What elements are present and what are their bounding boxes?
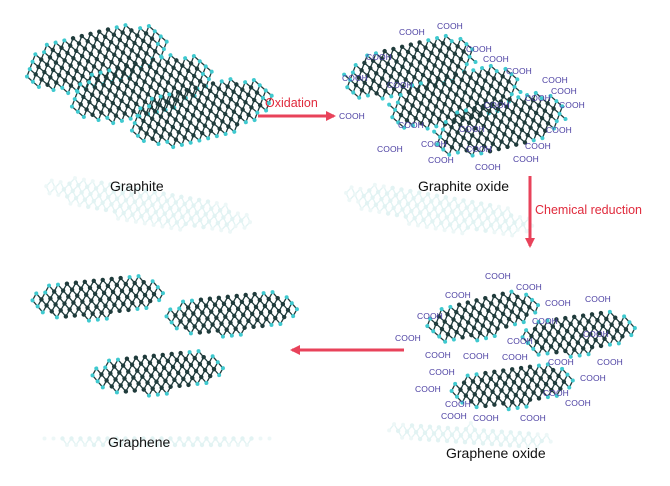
cooh-group-label: COOH <box>429 367 455 377</box>
cooh-group-label: COOH <box>520 413 546 423</box>
graphene-sheet <box>90 349 225 398</box>
cooh-group-label: COOH <box>597 357 623 367</box>
cooh-group-label: COOH <box>506 66 532 76</box>
cooh-group-label: COOH <box>417 311 443 321</box>
graphite-oxide-sheet <box>432 90 568 158</box>
cooh-group-label: COOH <box>437 21 463 31</box>
cooh-group-label: COOH <box>532 316 558 326</box>
cooh-group-label: COOH <box>459 124 485 134</box>
graphene-oxide-sheet <box>520 309 637 359</box>
cooh-group-label: COOH <box>445 290 471 300</box>
cooh-group-label: COOH <box>425 350 451 360</box>
cooh-group-label: COOH <box>387 80 413 90</box>
cooh-group-label: COOH <box>513 154 539 164</box>
cooh-group-label: COOH <box>366 52 392 62</box>
cooh-group-label: COOH <box>485 271 511 281</box>
cooh-group-label: COOH <box>398 120 424 130</box>
oxidation-label: Oxidation <box>265 96 318 110</box>
cooh-group-label: COOH <box>395 333 421 343</box>
cooh-group-label: COOH <box>377 144 403 154</box>
cooh-group-label: COOH <box>546 125 572 135</box>
cooh-group-label: COOH <box>548 357 574 367</box>
graphene-oxide-sheet <box>449 362 575 412</box>
cooh-group-label: COOH <box>543 388 569 398</box>
graphite-oxide-reflection <box>344 182 535 238</box>
graphene-oxide-sheet <box>425 289 541 344</box>
cooh-group-label: COOH <box>441 411 467 421</box>
cooh-group-label: COOH <box>484 100 510 110</box>
cooh-group-label: COOH <box>463 351 489 361</box>
cooh-group-label: COOH <box>525 93 551 103</box>
cooh-group-label: COOH <box>445 399 471 409</box>
cooh-group-label: COOH <box>580 373 606 383</box>
graphene-sheet <box>164 290 299 339</box>
cooh-group-label: COOH <box>466 144 492 154</box>
graphite-oxide-label: Graphite oxide <box>418 178 510 194</box>
graphene-label: Graphene <box>108 434 171 450</box>
cooh-group-label: COOH <box>428 155 454 165</box>
cooh-group-label: COOH <box>342 73 368 83</box>
cooh-group-label: COOH <box>507 336 533 346</box>
cooh-group-label: COOH <box>483 54 509 64</box>
cooh-group-label: COOH <box>559 100 585 110</box>
graphite-oxide-sheet <box>387 63 523 131</box>
cooh-group-label: COOH <box>542 75 568 85</box>
graphene-sheet <box>30 274 165 323</box>
cooh-group-label: COOH <box>516 282 542 292</box>
cooh-group-label: COOH <box>583 329 609 339</box>
chemical-reduction-label: Chemical reduction <box>535 203 642 217</box>
cooh-group-label: COOH <box>525 141 551 151</box>
cooh-group-label: COOH <box>475 162 501 172</box>
cooh-group-label: COOH <box>565 398 591 408</box>
cooh-group-label: COOH <box>473 413 499 423</box>
cooh-group-label: COOH <box>421 139 447 149</box>
graphite-reflection <box>44 176 253 234</box>
cooh-group-label: COOH <box>545 298 571 308</box>
cooh-group-label: COOH <box>585 294 611 304</box>
cooh-group-label: COOH <box>415 384 441 394</box>
cooh-group-label: COOH <box>502 352 528 362</box>
graphite-sheet <box>129 77 274 150</box>
graphene-oxide-reflection <box>387 421 553 450</box>
graphene-oxide-label: Graphene oxide <box>446 445 546 461</box>
cooh-group-label: COOH <box>399 27 425 37</box>
graphene-reflection <box>42 436 272 448</box>
cooh-group-label: COOH <box>339 111 365 121</box>
cooh-group-label: COOH <box>466 44 492 54</box>
graphite-label: Graphite <box>110 178 164 194</box>
cooh-group-label: COOH <box>551 86 577 96</box>
